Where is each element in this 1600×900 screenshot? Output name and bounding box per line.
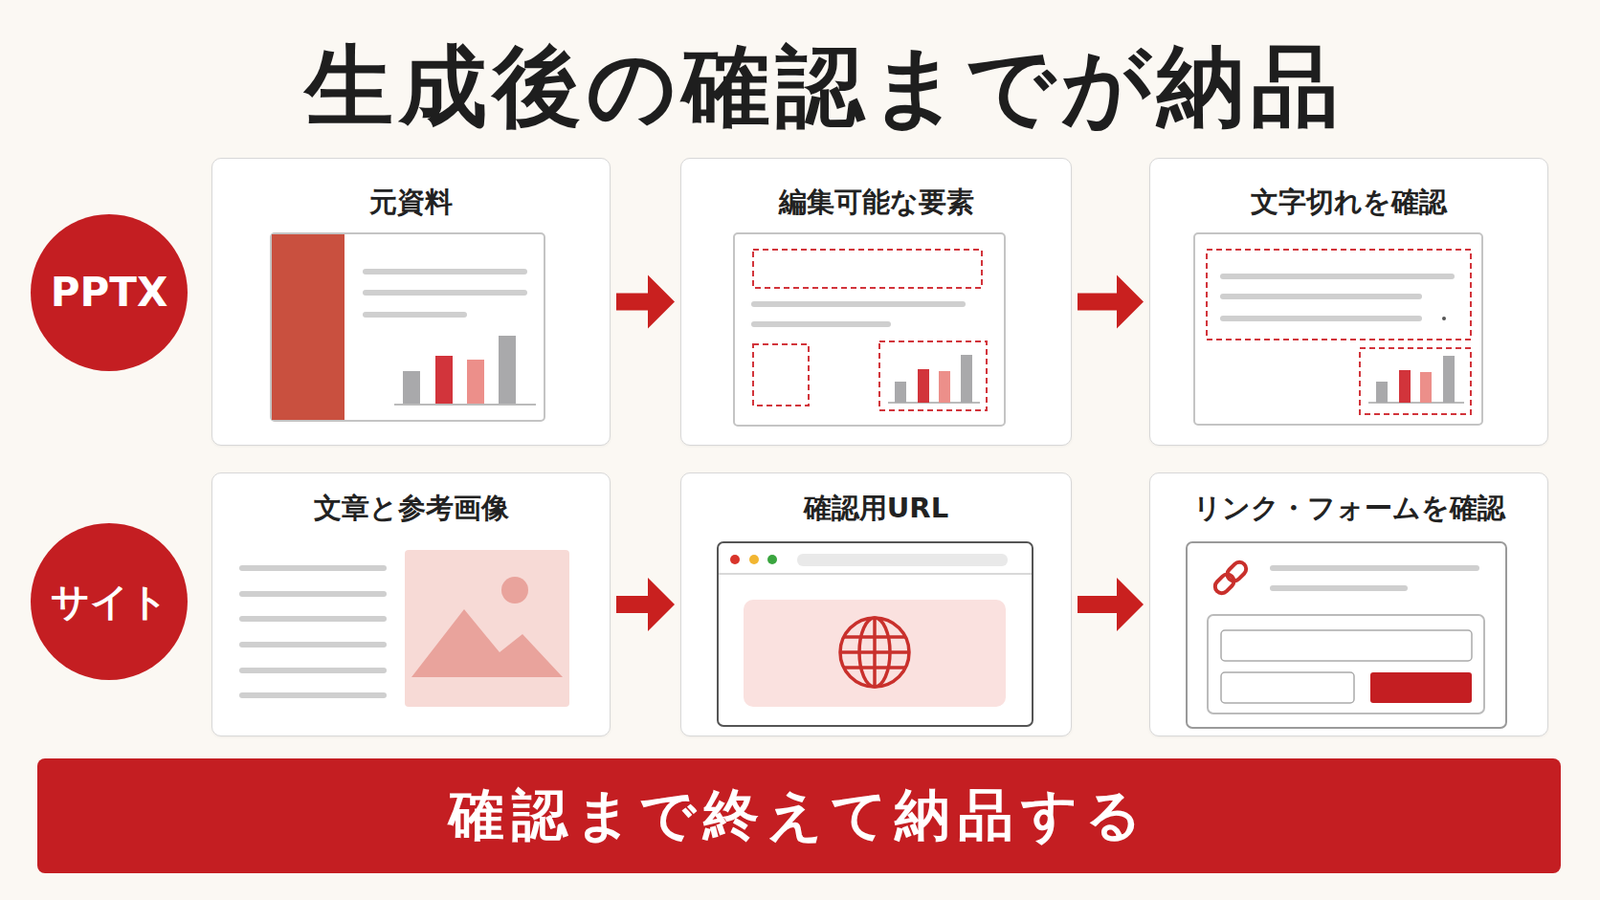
- step-box: 元資料: [211, 157, 611, 446]
- summary-band: 確認まで終えて納品する: [37, 758, 1561, 874]
- flow-arrow: [616, 275, 675, 330]
- category-circle: PPTX: [30, 214, 188, 372]
- step-box: 文章と参考画像: [211, 472, 611, 737]
- step-box: 編集可能な要素: [680, 157, 1072, 446]
- category-circle: サイト: [30, 523, 188, 681]
- step-box: リンク・フォームを確認: [1149, 472, 1549, 737]
- node-label: リンク・フォームを確認: [1150, 491, 1548, 526]
- step-box: 確認用URL: [680, 472, 1072, 737]
- node-label: サイト: [50, 578, 169, 625]
- node-label: 確認用URL: [681, 491, 1071, 526]
- flow-arrow: [1077, 577, 1144, 632]
- diagram-title: 生成後の確認までが納品: [24, 34, 1600, 140]
- flow-arrow: [1077, 275, 1144, 330]
- node-label: 文章と参考画像: [212, 491, 610, 526]
- node-label: 編集可能な要素: [681, 185, 1071, 220]
- node-label: 確認まで終えて納品する: [448, 782, 1150, 850]
- node-label: PPTX: [50, 268, 169, 317]
- step-box: 文字切れを確認: [1149, 157, 1549, 446]
- node-label: 元資料: [212, 185, 610, 220]
- node-label: 文字切れを確認: [1150, 185, 1548, 220]
- flow-arrow: [616, 577, 675, 632]
